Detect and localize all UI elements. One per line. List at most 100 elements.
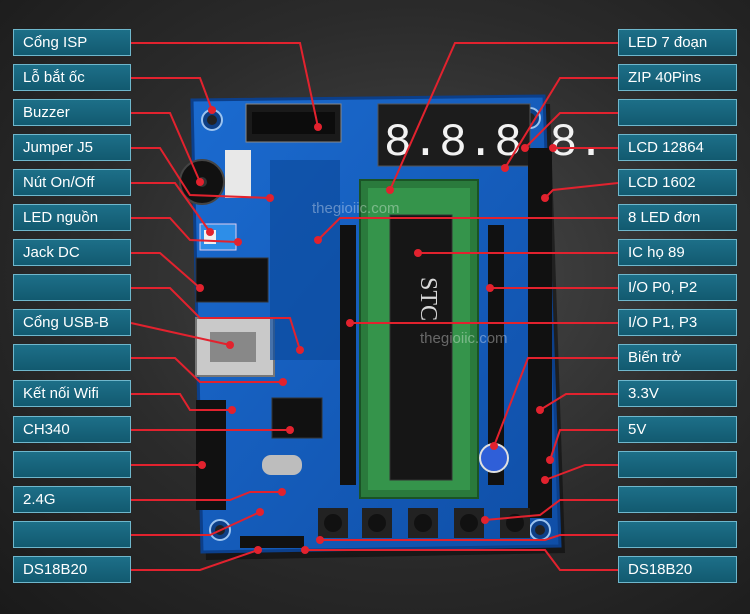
leader-dot <box>521 144 529 152</box>
leader-dot <box>208 106 216 114</box>
label-ds18b20-left: DS18B20 <box>13 556 131 583</box>
leader-dot <box>536 406 544 414</box>
label-lcd-12864: LCD 12864 <box>618 134 737 161</box>
leader-line <box>389 42 618 191</box>
watermark: thegioiic.com <box>420 330 508 347</box>
label-io-p1-p3: I/O P1, P3 <box>618 309 737 336</box>
label-empty-right-15 <box>618 521 737 548</box>
leader-dot <box>206 228 214 236</box>
label-potentiometer: Biến trở <box>618 344 737 371</box>
label-dc-jack: Jack DC <box>13 239 131 266</box>
leader-dot <box>198 461 206 469</box>
leader-line <box>131 42 319 128</box>
leader-dot <box>196 178 204 186</box>
leader-line <box>524 112 618 149</box>
label-empty-right-14 <box>618 486 737 513</box>
leader-line <box>131 147 271 199</box>
leader-line <box>484 499 618 521</box>
label-ch340: CH340 <box>13 416 131 443</box>
leader-line <box>131 357 283 383</box>
leader-line <box>131 491 282 501</box>
label-wifi: Kết nối Wifi <box>13 380 131 407</box>
label-usb-b: Cổng USB-B <box>13 309 131 336</box>
leader-dot <box>254 546 262 554</box>
label-empty-right-13 <box>618 451 737 478</box>
label-io-p0-p2: I/O P0, P2 <box>618 274 737 301</box>
leader-dot <box>228 406 236 414</box>
leader-line <box>544 464 618 481</box>
lcd-header <box>528 148 552 518</box>
leader-line <box>131 217 239 243</box>
label-empty-right-3 <box>618 99 737 126</box>
dc-jack <box>195 257 269 303</box>
seven-segment-display <box>377 103 531 167</box>
leader-dot <box>226 341 234 349</box>
label-5v: 5V <box>618 416 737 443</box>
leader-line <box>131 511 261 536</box>
label-jumper-j5: Jumper J5 <box>13 134 131 161</box>
leader-line <box>504 77 618 169</box>
leader-line <box>131 287 301 351</box>
leader-dot <box>541 194 549 202</box>
leader-dot <box>414 249 422 257</box>
label-power-switch: Nút On/Off <box>13 169 131 196</box>
leader-line <box>131 182 211 233</box>
label-empty-left-8 <box>13 274 131 301</box>
mcu-chip <box>389 214 453 481</box>
leader-line <box>493 357 618 447</box>
leader-dot <box>266 194 274 202</box>
leader-line <box>131 549 259 571</box>
ch340-chip <box>271 397 323 439</box>
label-buzzer: Buzzer <box>13 99 131 126</box>
leader-dot <box>314 236 322 244</box>
label-3v3: 3.3V <box>618 380 737 407</box>
leader-line <box>549 429 618 461</box>
leader-dot <box>549 144 557 152</box>
leader-dot <box>196 284 204 292</box>
leader-dot <box>481 516 489 524</box>
leader-dot <box>286 426 294 434</box>
leader-dot <box>256 508 264 516</box>
leader-dot <box>279 378 287 386</box>
leader-line <box>539 393 618 411</box>
label-isp-port: Cổng ISP <box>13 29 131 56</box>
leader-dot <box>346 319 354 327</box>
push-buttons <box>318 508 530 538</box>
leader-dot <box>316 536 324 544</box>
label-zip-40pins: ZIP 40Pins <box>618 64 737 91</box>
leader-dot <box>490 442 498 450</box>
leader-line <box>320 534 618 541</box>
leader-dot <box>501 164 509 172</box>
label-empty-left-13 <box>13 451 131 478</box>
label-screw-hole: Lỗ bắt ốc <box>13 64 131 91</box>
label-2-4g: 2.4G <box>13 486 131 513</box>
label-7-segment: LED 7 đoạn <box>618 29 737 56</box>
label-ic-89: IC họ 89 <box>618 239 737 266</box>
leader-dot <box>234 238 242 246</box>
leader-line <box>131 252 201 289</box>
leader-dot <box>546 456 554 464</box>
label-power-led: LED nguồn <box>13 204 131 231</box>
label-ds18b20-right: DS18B20 <box>618 556 737 583</box>
leader-dot <box>278 488 286 496</box>
label-empty-left-15 <box>13 521 131 548</box>
leader-line <box>131 77 213 111</box>
leader-dot <box>314 123 322 131</box>
label-8-led: 8 LED đơn <box>618 204 737 231</box>
leader-line <box>131 393 232 411</box>
leader-line <box>130 322 231 346</box>
label-empty-left-10 <box>13 344 131 371</box>
watermark: thegioiic.com <box>312 200 400 217</box>
leader-dot <box>296 346 304 354</box>
leader-dot <box>301 546 309 554</box>
leader-line <box>305 549 618 571</box>
seven-segment-text: 8.8.8.8. <box>384 117 605 169</box>
leader-dot <box>541 476 549 484</box>
leader-line <box>544 182 619 199</box>
leader-line <box>317 217 618 241</box>
label-lcd-1602: LCD 1602 <box>618 169 737 196</box>
leader-dot <box>486 284 494 292</box>
leader-dot <box>386 186 394 194</box>
